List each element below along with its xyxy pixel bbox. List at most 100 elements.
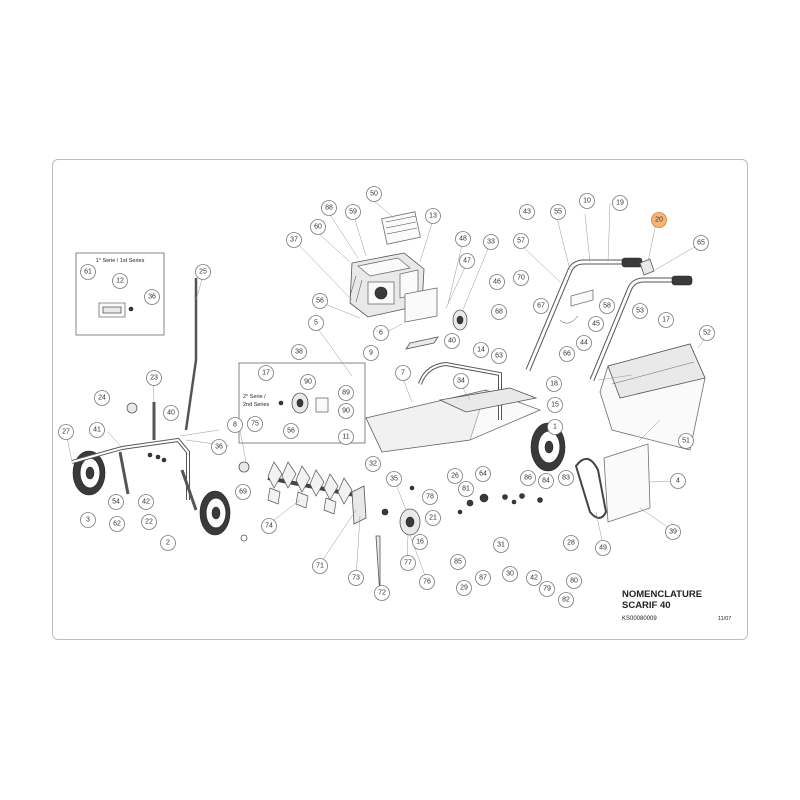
callout-circle (520, 470, 536, 486)
callout-1: 1 (547, 419, 563, 435)
callout-number: 19 (616, 200, 624, 207)
callout-85: 85 (450, 554, 466, 570)
callout-31: 31 (493, 537, 509, 553)
callout-69: 69 (235, 484, 251, 500)
callout-circle (576, 335, 592, 351)
callout-circle (670, 473, 686, 489)
callout-number: 69 (239, 489, 247, 496)
callout-number: 6 (379, 330, 383, 337)
callout-number: 8 (233, 422, 237, 429)
callout-63: 63 (491, 348, 507, 364)
callout-52: 52 (699, 325, 715, 341)
title-line-2: SCARIF 40 (622, 600, 671, 611)
callout-6: 6 (373, 325, 389, 341)
callout-42: 42 (138, 494, 154, 510)
callout-circle (559, 346, 575, 362)
callout-46: 46 (489, 274, 505, 290)
callout-68: 68 (491, 304, 507, 320)
callout-88: 88 (321, 200, 337, 216)
callout-number: 2 (166, 540, 170, 547)
callout-10: 10 (579, 193, 595, 209)
callout-number: 56 (316, 298, 324, 305)
callout-circle (475, 570, 491, 586)
inset-series2-callout-17: 17 (258, 365, 274, 381)
callout-number: 37 (290, 237, 298, 244)
callout-circle (513, 270, 529, 286)
callout-40: 40 (444, 333, 460, 349)
callout-circle (425, 510, 441, 526)
callout-number: 77 (404, 560, 412, 567)
callout-34: 34 (453, 373, 469, 389)
callout-number: 10 (583, 198, 591, 205)
callout-81: 81 (458, 481, 474, 497)
callout-76: 76 (419, 574, 435, 590)
callout-41: 41 (89, 422, 105, 438)
inset-series2-frame (238, 362, 366, 444)
callout-86: 86 (520, 470, 536, 486)
inset-series2-label-2: 2nd Series (243, 402, 270, 408)
inset-series1-label: 1° Serie / 1st Series (96, 258, 145, 264)
belt-cover-part-4 (603, 443, 651, 523)
callout-number: 76 (423, 579, 431, 586)
callout-circle (310, 219, 326, 235)
callout-57: 57 (513, 233, 529, 249)
callout-circle (163, 405, 179, 421)
callout-59: 59 (345, 204, 361, 220)
callout-circle (612, 195, 628, 211)
bracket-plate (102, 306, 122, 314)
callout-14: 14 (473, 342, 489, 358)
callout-number: 7 (401, 370, 405, 377)
callout-number: 40 (448, 338, 456, 345)
inset-series1-frame (75, 252, 165, 336)
knob-part-24 (126, 402, 138, 414)
callout-16: 16 (412, 534, 428, 550)
inset-series2-callout-56: 56 (283, 423, 299, 439)
callout-circle (547, 397, 563, 413)
callout-number: 9 (369, 350, 373, 357)
bracket-part-71 (351, 485, 367, 525)
callout-number: 57 (517, 238, 525, 245)
callout-number: 87 (479, 575, 487, 582)
callout-circle (473, 342, 489, 358)
callout-number: 39 (669, 529, 677, 536)
callout-circle (513, 233, 529, 249)
callout-number: 50 (370, 191, 378, 198)
callout-circle (651, 212, 667, 228)
callout-79: 79 (539, 581, 555, 597)
callout-number: 4 (676, 478, 680, 485)
callout-number: 3 (86, 517, 90, 524)
callout-72: 72 (374, 585, 390, 601)
callout-number: 89 (342, 390, 350, 397)
callout-number: 29 (460, 585, 468, 592)
callout-circle (422, 489, 438, 505)
callout-circle (550, 204, 566, 220)
callout-number: 42 (530, 575, 538, 582)
callout-70: 70 (513, 270, 529, 286)
screw-part-17 (278, 400, 284, 406)
callout-circle (588, 316, 604, 332)
callout-number: 42 (142, 499, 150, 506)
callout-number: 16 (416, 539, 424, 546)
callout-number: 84 (542, 478, 550, 485)
callout-circle (94, 390, 110, 406)
callout-circle (447, 468, 463, 484)
callout-circle (227, 417, 243, 433)
callout-number: 79 (543, 586, 551, 593)
callout-circle (146, 370, 162, 386)
date-code: 11/07 (718, 616, 731, 622)
callout-circle (456, 580, 472, 596)
callout-number: 17 (662, 317, 670, 324)
callout-67: 67 (533, 298, 549, 314)
callout-circle (345, 204, 361, 220)
callout-30: 30 (502, 566, 518, 582)
inset-series2-callout-90: 90 (300, 374, 316, 390)
callout-number: 68 (495, 309, 503, 316)
pulley-hub (456, 315, 464, 325)
callout-circle (261, 518, 277, 534)
inset-series2-callout-89: 89 (338, 385, 354, 401)
callout-circle (108, 494, 124, 510)
callout-number: 1 (553, 424, 557, 431)
callout-circle (444, 333, 460, 349)
callout-64: 64 (475, 466, 491, 482)
callout-number: 65 (697, 240, 705, 247)
